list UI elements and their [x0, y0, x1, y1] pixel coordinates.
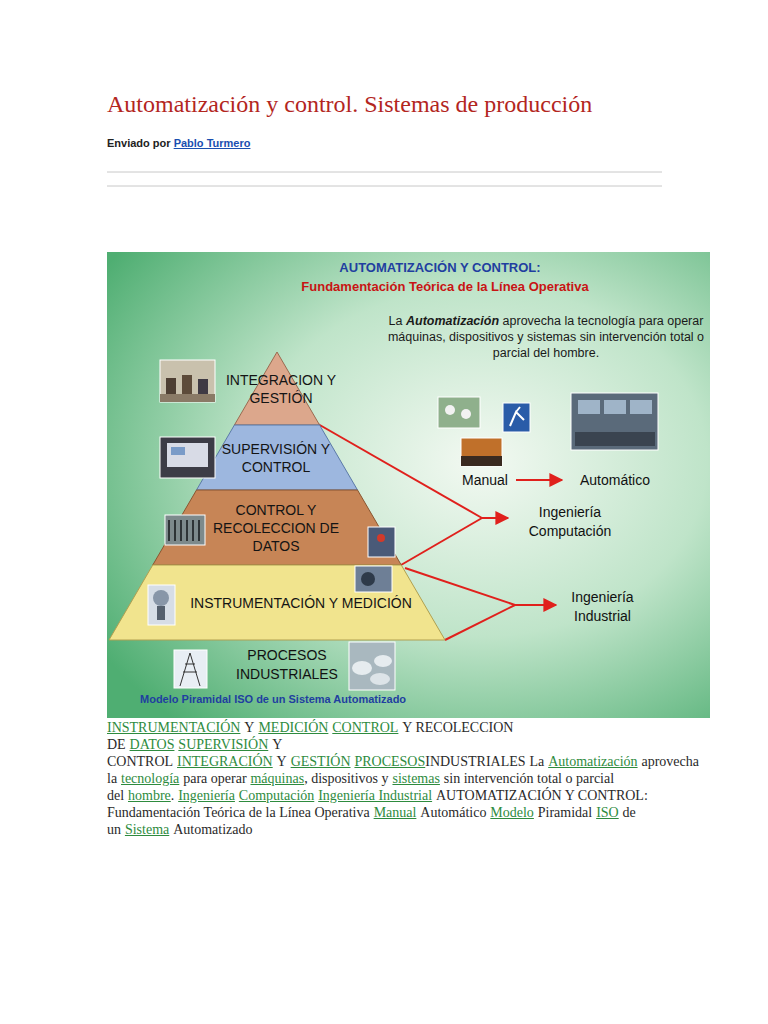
text-run: Enviado por	[107, 137, 171, 149]
label-text: Ingeniería Industrial	[560, 588, 645, 626]
red-arrow	[482, 517, 508, 519]
image-panel	[107, 252, 710, 718]
link-text: Automatización	[548, 754, 637, 769]
text-run: , dispositivos y	[304, 771, 388, 786]
label-text: Ingeniería Computación	[510, 503, 630, 541]
link-text: INTEGRACIÓN	[177, 754, 273, 769]
office-photo	[160, 360, 215, 402]
label-text: Manual	[455, 471, 515, 489]
band-text-holder: SUPERVISIÓN Y CONTROL	[216, 440, 336, 476]
rule-line	[107, 186, 662, 187]
title-box: Automatización y control. Sistemas de pr…	[107, 89, 757, 119]
label-box: Fundamentación Teórica de la Línea Opera…	[255, 278, 635, 295]
band-label: CONTROL Y RECOLECCION DE DATOS	[206, 501, 346, 555]
text-run: Y	[244, 720, 254, 735]
body-paragraph: INSTRUMENTACIÓNYMEDICIÓNCONTROLY RECOLEC…	[107, 719, 655, 838]
label-box: Automático	[565, 471, 665, 489]
pyramid-band: SUPERVISIÓN Y CONTROL	[107, 425, 445, 490]
label-box: Ingeniería Industrial	[560, 588, 645, 626]
band-fill	[234, 352, 319, 425]
text-run: La	[529, 754, 544, 769]
band-label: INSTRUMENTACIÓN Y MEDICIÓN	[166, 594, 436, 612]
link-text: Sistema	[125, 822, 169, 837]
link-text: hombre	[128, 788, 171, 803]
link-text: PROCESOS	[354, 754, 425, 769]
link-text: Pablo Turmero	[174, 137, 251, 149]
device-photo	[368, 527, 395, 557]
label-box: Manual	[455, 471, 515, 489]
band-text-holder: INTEGRACION Y GESTIÓN	[216, 371, 346, 407]
band-fill	[197, 425, 358, 490]
robots-photo	[438, 397, 480, 428]
band-fill	[109, 565, 445, 640]
motor-photo	[355, 566, 392, 592]
band-label: INTEGRACION Y GESTIÓN	[216, 371, 346, 407]
band-label: SUPERVISIÓN Y CONTROL	[216, 440, 336, 476]
text-run: .	[171, 788, 175, 803]
band-text-holder: CONTROL Y RECOLECCION DE DATOS	[206, 501, 346, 555]
tower-photo	[174, 650, 207, 688]
link-text: Ingeniería	[178, 788, 235, 803]
caption-text: Modelo Piramidal ISO de un Sistema Autom…	[140, 692, 460, 706]
link-text: Ingeniería Industrial	[318, 788, 432, 803]
label-text: AUTOMATIZACIÓN Y CONTROL:	[300, 259, 580, 276]
text-run: Automatizado	[173, 822, 252, 837]
text-run: INDUSTRIALES	[425, 754, 525, 769]
leader-line	[401, 518, 482, 565]
label-text: PROCESOS INDUSTRIALES	[217, 646, 357, 684]
text-run: para operar	[183, 771, 246, 786]
link-text: GESTIÓN	[291, 754, 351, 769]
link-text: SUPERVISIÓN	[178, 737, 268, 752]
transmitter-photo	[148, 585, 175, 625]
band-shape	[107, 352, 445, 425]
link-text: DATOS	[130, 737, 175, 752]
label-box: AUTOMATIZACIÓN Y CONTROL:	[300, 259, 580, 276]
link-text: MEDICIÓN	[258, 720, 328, 735]
link-text: tecnología	[121, 771, 179, 786]
label-box: PROCESOS INDUSTRIALES	[217, 646, 357, 684]
link-text: CONTROL	[332, 720, 398, 735]
rack-photo	[165, 515, 205, 545]
link-text: Modelo	[490, 805, 534, 820]
band-shape	[107, 425, 445, 490]
text-run: Automático	[420, 805, 486, 820]
label-text: Fundamentación Teórica de la Línea Opera…	[255, 278, 635, 295]
text-run: La	[389, 314, 403, 328]
link-text: Manual	[374, 805, 417, 820]
screen-photo	[160, 437, 215, 478]
byline: Enviado porPablo Turmero	[107, 136, 557, 150]
rule-line	[107, 172, 662, 173]
tanks-photo	[349, 642, 395, 690]
pyramid-band: INTEGRACION Y GESTIÓN	[107, 352, 445, 425]
text-run: Piramidal	[538, 805, 592, 820]
sunset-photo	[461, 438, 502, 466]
link-text: INSTRUMENTACIÓN	[107, 720, 240, 735]
red-arrow	[516, 479, 562, 481]
red-arrow	[515, 604, 556, 606]
intro-text: LaAutomatizaciónaprovecha la tecnología …	[385, 313, 707, 361]
text-run: Automatización	[406, 314, 499, 328]
label-box: Modelo Piramidal ISO de un Sistema Autom…	[140, 692, 460, 706]
label-text: Automático	[565, 471, 665, 489]
worker-icon	[503, 403, 530, 432]
link-text: Computación	[239, 788, 314, 803]
link-text: ISO	[596, 805, 619, 820]
band-fill	[153, 490, 402, 565]
link-text: máquinas	[250, 771, 304, 786]
link-text: sistemas	[392, 771, 439, 786]
leader-line	[445, 605, 515, 640]
band-text-holder: INSTRUMENTACIÓN Y MEDICIÓN	[166, 594, 436, 612]
page-title: Automatización y control. Sistemas de pr…	[107, 89, 757, 119]
label-box: Ingeniería Computación	[510, 503, 630, 541]
control-room-photo	[571, 393, 658, 450]
text-run: Y	[277, 754, 287, 769]
